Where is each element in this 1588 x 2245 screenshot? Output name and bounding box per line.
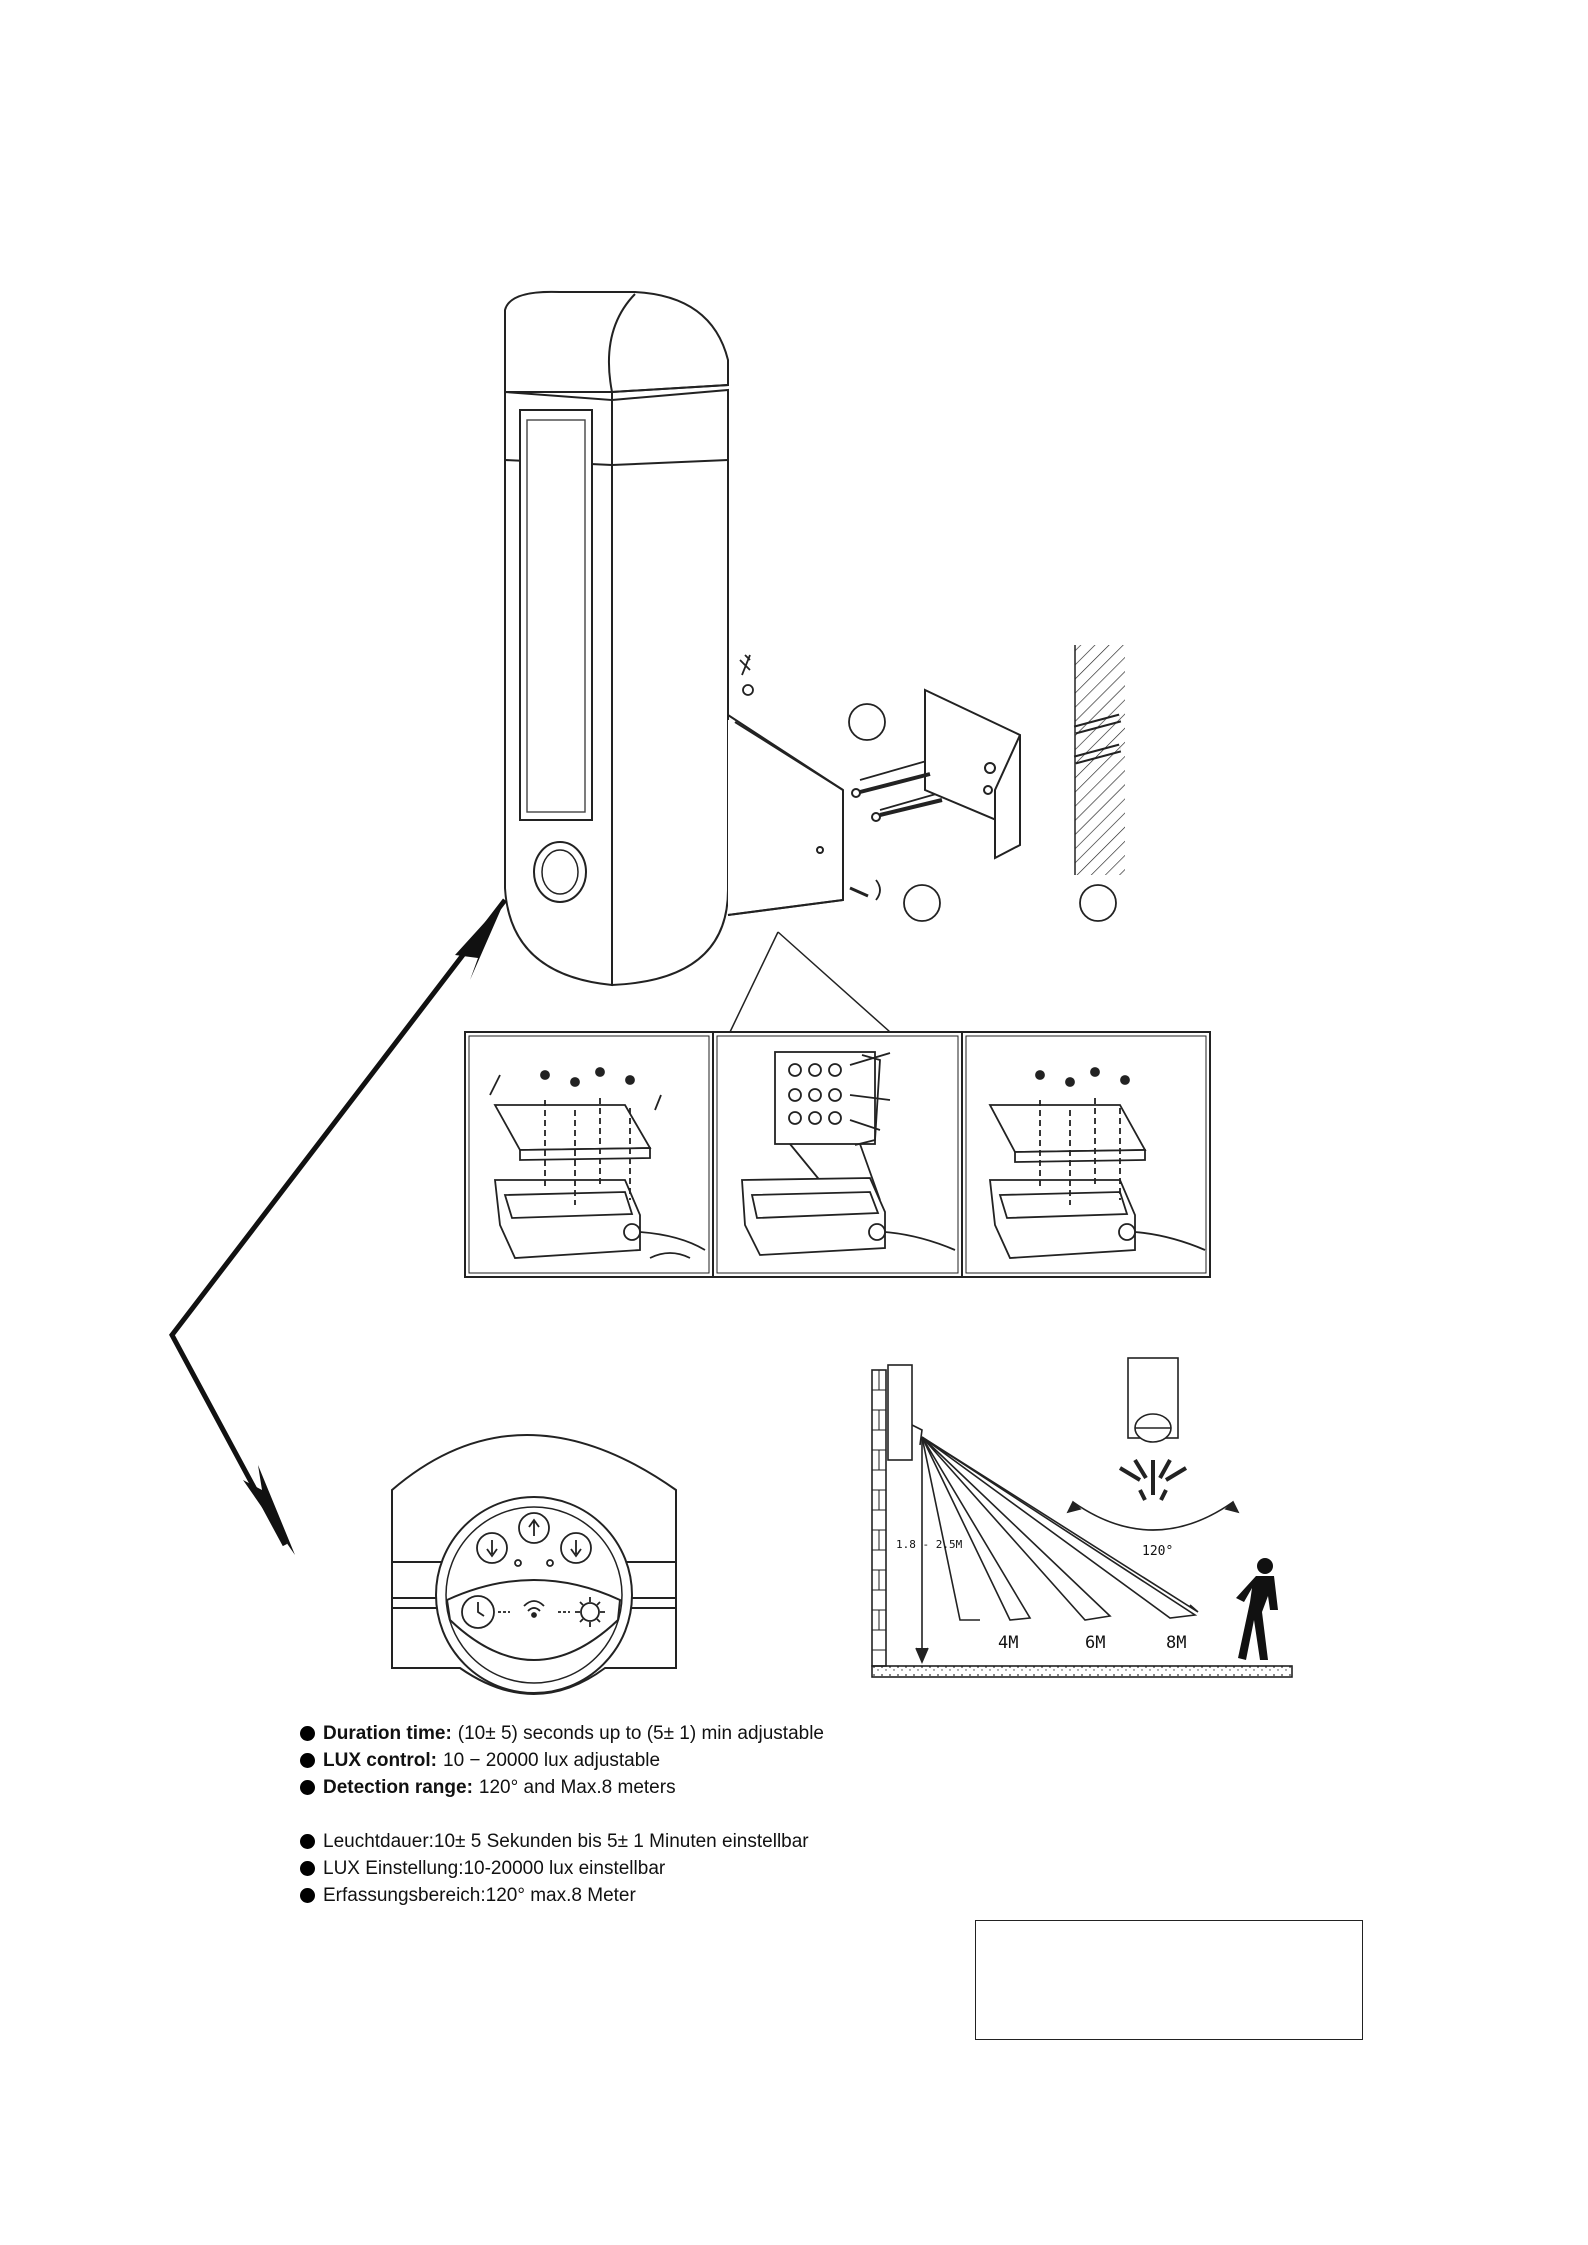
bullet-icon [300,1834,315,1849]
spec-text: Erfassungsbereich:120° max.8 Meter [323,1882,636,1909]
spec-label: LUX control: [323,1747,437,1774]
range-label-4m: 4M [998,1633,1018,1653]
bullet-icon [300,1726,315,1741]
spec-duration-en: Duration time: (10± 5) seconds up to (5±… [300,1720,1000,1747]
sensor-closeup [392,1435,676,1694]
spec-range-de: Erfassungsbereich:120° max.8 Meter [300,1882,1000,1909]
detection-diagram [872,1358,1292,1677]
spec-label: Detection range: [323,1774,473,1801]
wall-mount-plate [925,690,1020,858]
range-label-6m: 6M [1085,1633,1105,1653]
sensor-callout-arrow [172,900,505,1545]
empty-label-box [975,1920,1363,2040]
angle-label: 120° [1142,1544,1173,1559]
spec-text: LUX Einstellung:10-20000 lux einstellbar [323,1855,665,1882]
bullet-icon [300,1888,315,1903]
spec-text: (10± 5) seconds up to (5± 1) min adjusta… [458,1720,824,1747]
spec-text: 10 − 20000 lux adjustable [443,1747,660,1774]
spec-duration-de: Leuchtdauer:10± 5 Sekunden bis 5± 1 Minu… [300,1828,1000,1855]
spec-list: Duration time: (10± 5) seconds up to (5±… [300,1720,1000,1909]
spec-label: Duration time: [323,1720,452,1747]
luminaire-body [505,292,843,985]
bullet-icon [300,1753,315,1768]
walking-person-icon [1236,1558,1278,1660]
wall-hatched [1075,645,1125,875]
spec-range-en: Detection range: 120° and Max.8 meters [300,1774,1000,1801]
spec-lux-de: LUX Einstellung:10-20000 lux einstellbar [300,1855,1000,1882]
bullet-icon [300,1861,315,1876]
range-label-8m: 8M [1166,1633,1186,1653]
spec-text: Leuchtdauer:10± 5 Sekunden bis 5± 1 Minu… [323,1828,809,1855]
spec-lux-en: LUX control: 10 − 20000 lux adjustable [300,1747,1000,1774]
mount-height-label: 1.8 - 2.5M [896,1538,963,1551]
bullet-icon [300,1780,315,1795]
spec-text: 120° and Max.8 meters [479,1774,676,1801]
